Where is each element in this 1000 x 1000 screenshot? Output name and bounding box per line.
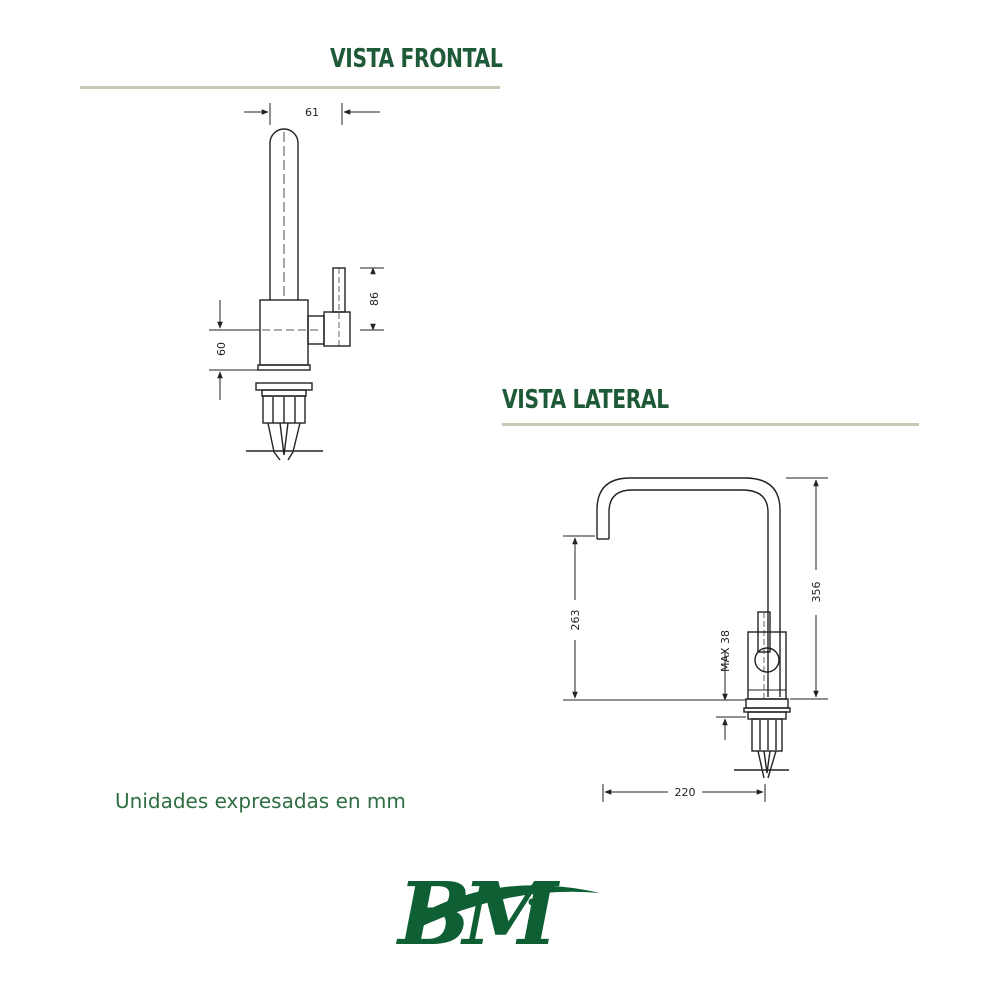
- lateral-spout-height-dimension: 263: [569, 610, 582, 631]
- lateral-view-divider: [502, 423, 919, 426]
- lateral-reach-dimension: 220: [675, 786, 696, 799]
- frontal-faucet: [246, 128, 351, 461]
- lateral-max-thickness-dimension: MAX 38: [719, 630, 732, 672]
- bm-logo: BM: [395, 864, 600, 965]
- lateral-faucet: [596, 477, 791, 779]
- frontal-view-title: VISTA FRONTAL: [330, 44, 503, 74]
- lateral-total-height-dimension: 356: [810, 582, 823, 603]
- frontal-handle-height-dimension: 86: [368, 292, 381, 306]
- svg-text:BM: BM: [395, 864, 561, 965]
- frontal-base-height-dimension: 60: [215, 342, 228, 356]
- units-note: Unidades expresadas en mm: [115, 789, 406, 813]
- frontal-view-divider: [80, 86, 500, 89]
- lateral-view-title: VISTA LATERAL: [502, 385, 669, 415]
- frontal-width-dimension: 61: [305, 106, 319, 119]
